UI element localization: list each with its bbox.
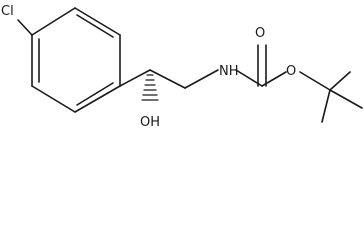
- ring-bond-1: [74, 7, 121, 36]
- benzene-ring: [31, 7, 121, 113]
- ring-bond-4: [31, 85, 76, 113]
- ring-to-stereocenter-bond: [119, 69, 151, 87]
- ring-double-bond-1: [76, 14, 114, 38]
- carbonyl-to-oxygen-bond: [261, 71, 287, 87]
- oxygen-to-tert-carbon-bond: [299, 71, 331, 91]
- tert-butyl-methyl-bond-1: [329, 71, 351, 91]
- carbonyl-oxygen-label: O: [255, 26, 265, 41]
- tert-butyl-methyl-bond-3: [321, 89, 331, 123]
- structure-diagram: Cl OH NH O O: [1, 4, 363, 130]
- methylene-to-nitrogen-bond: [184, 69, 219, 89]
- stereocenter-to-methylene-bond: [149, 69, 186, 89]
- ring-bond-3: [74, 85, 121, 113]
- stereo-hash-bond: [141, 74, 159, 101]
- chlorine-label: Cl: [1, 4, 14, 19]
- ring-double-bond-2: [76, 82, 114, 106]
- chlorine-bond: [17, 19, 33, 36]
- hydroxyl-label: OH: [140, 115, 160, 130]
- tert-butyl-methyl-bond-2: [329, 89, 363, 109]
- ring-bond-6: [31, 7, 76, 36]
- amine-label: NH: [219, 64, 239, 79]
- ester-oxygen-label: O: [286, 64, 296, 79]
